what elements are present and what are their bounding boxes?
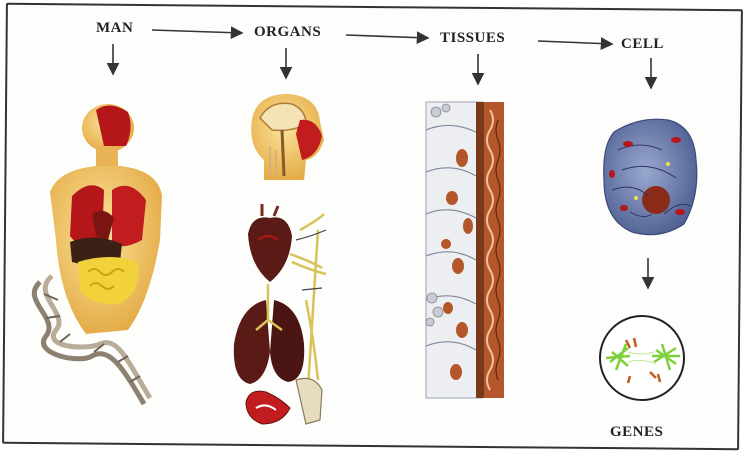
heart-illustration <box>248 204 292 282</box>
head-section-illustration <box>251 94 324 180</box>
genes-illustration <box>600 316 684 400</box>
cell-illustration <box>604 119 697 234</box>
kidney-illustration <box>246 378 322 424</box>
arrow-tissues-to-cell <box>538 41 612 44</box>
tissue-section-illustration <box>426 102 504 398</box>
lungs-illustration <box>234 284 304 384</box>
human-torso-illustration <box>34 104 162 404</box>
arrow-organs-to-tissues <box>346 35 428 38</box>
arrow-man-to-organs <box>152 30 242 33</box>
